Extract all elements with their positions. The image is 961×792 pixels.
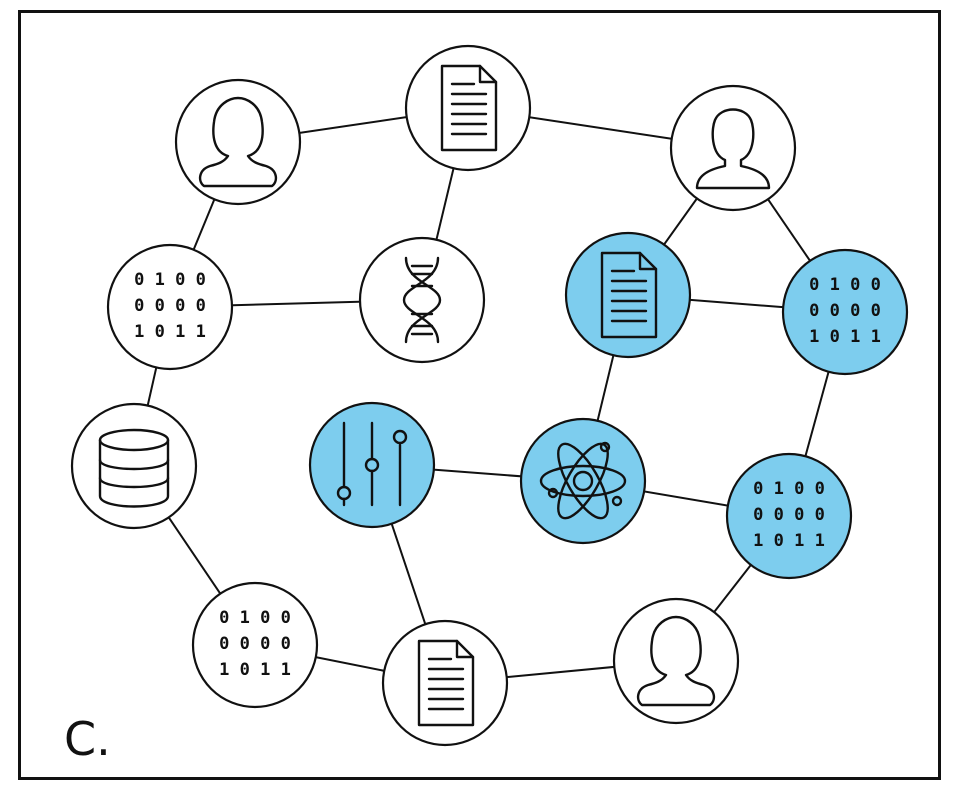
node-circle [308, 401, 436, 529]
binary-row: 1 0 1 1 [753, 531, 825, 551]
node-circle [519, 417, 647, 545]
node-dna-1 [358, 236, 486, 364]
binary-row: 0 0 0 0 [809, 301, 881, 321]
node-document-3 [381, 619, 509, 747]
node-person-female-1 [174, 78, 302, 206]
node-document-2 [564, 231, 692, 359]
binary-row: 0 1 0 0 [809, 275, 881, 295]
binary-icon: 0 1 0 0 0 0 0 0 1 0 1 1 [753, 479, 825, 551]
node-circle [669, 84, 797, 212]
binary-icon: 0 1 0 0 0 0 0 0 1 0 1 1 [809, 275, 881, 347]
binary-row: 0 0 0 0 [134, 296, 206, 316]
node-sliders-1 [308, 401, 436, 529]
node-circle [564, 231, 692, 359]
node-document-1 [404, 44, 532, 172]
node-database-1 [70, 402, 198, 530]
node-circle [781, 248, 909, 376]
node-circle [106, 243, 234, 371]
dna-icon [402, 256, 442, 344]
person-female-icon [198, 96, 278, 188]
binary-row: 0 1 0 0 [219, 608, 291, 628]
node-circle [404, 44, 532, 172]
node-circle [612, 597, 740, 725]
node-circle [174, 78, 302, 206]
document-icon [600, 251, 658, 339]
binary-icon: 0 1 0 0 0 0 0 0 1 0 1 1 [134, 270, 206, 342]
document-icon [417, 639, 475, 727]
binary-row: 1 0 1 1 [809, 327, 881, 347]
node-circle [358, 236, 486, 364]
node-circle [70, 402, 198, 530]
node-circle [381, 619, 509, 747]
binary-row: 1 0 1 1 [219, 660, 291, 680]
binary-row: 1 0 1 1 [134, 322, 206, 342]
node-binary-1: 0 1 0 0 0 0 0 0 1 0 1 1 [106, 243, 234, 371]
person-male-icon [695, 108, 771, 190]
panel-label: C. [64, 712, 111, 766]
nodes-layer: 0 1 0 0 0 0 0 0 1 0 1 1 0 1 0 0 0 0 0 0 1 0 1… [70, 44, 909, 747]
binary-row: 0 1 0 0 [753, 479, 825, 499]
node-circle [191, 581, 319, 709]
document-icon [440, 64, 498, 152]
binary-icon: 0 1 0 0 0 0 0 0 1 0 1 1 [219, 608, 291, 680]
node-binary-4: 0 1 0 0 0 0 0 0 1 0 1 1 [191, 581, 319, 709]
node-person-male-1 [669, 84, 797, 212]
node-person-female-2 [612, 597, 740, 725]
sliders-icon [336, 421, 408, 507]
binary-row: 0 0 0 0 [219, 634, 291, 654]
atom-icon [539, 441, 627, 520]
binary-row: 0 0 0 0 [753, 505, 825, 525]
node-binary-3: 0 1 0 0 0 0 0 0 1 0 1 1 [725, 452, 853, 580]
node-atom-1 [519, 417, 647, 545]
person-female-icon [636, 615, 716, 707]
binary-row: 0 1 0 0 [134, 270, 206, 290]
node-circle [725, 452, 853, 580]
node-binary-2: 0 1 0 0 0 0 0 0 1 0 1 1 [781, 248, 909, 376]
database-icon [98, 428, 170, 508]
